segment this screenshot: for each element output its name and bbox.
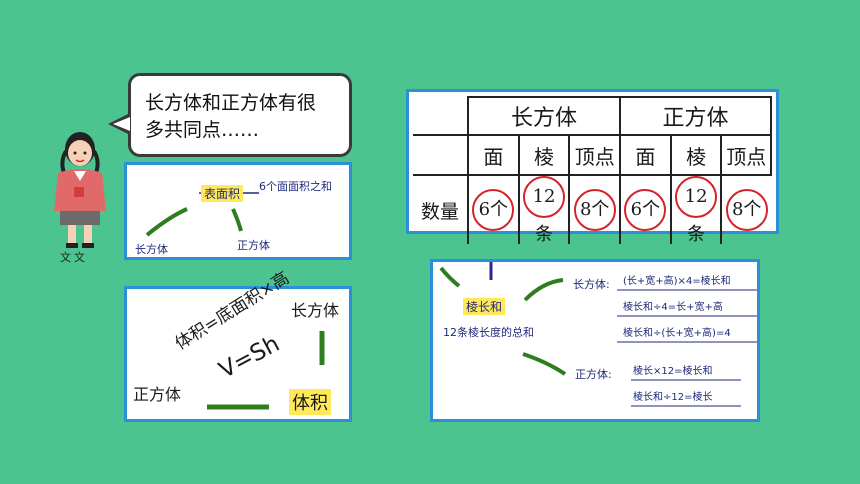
edge-cuboid-formula: (长+宽+高)×4=棱长和 [623,276,731,287]
speech-bubble: 长方体和正方体有很 多共同点…… [128,73,352,157]
value-circle: 12条 [675,176,718,245]
edge-cuboid-formula: 棱长和÷4=长+宽+高 [623,302,723,313]
table-row-label: 数量 [413,174,469,244]
value-circle: 8个 [725,189,768,231]
card-edge-sum: 棱长和 12条棱长度的总和 长方体: (长+宽+高)×4=棱长和 棱长和÷4=长… [430,259,760,422]
volume-strokes [207,331,325,410]
edge-strokes [439,262,757,407]
speech-line-2: 多共同点…… [145,119,260,141]
table-header-cell: 顶点 [568,134,622,176]
table-header-cell: 棱 [517,134,571,176]
speech-bubble-tail-inner [113,117,130,131]
surface-center-label: 表面积 [201,185,244,202]
table-group-cuboid: 长方体 [466,96,622,136]
edge-definition: 12条棱长度的总和 [443,326,534,339]
edge-cube-label: 正方体: [575,368,612,381]
value-circle: 8个 [573,189,616,231]
table-header-cell: 面 [619,134,672,176]
surface-left-label: 长方体 [135,243,168,256]
volume-top-label: 长方体 [291,301,340,320]
surface-right-label: 正方体 [237,239,270,252]
volume-left-label: 正方体 [133,385,182,404]
table-blank [413,134,469,176]
edge-cube-formula: 棱长×12=棱长和 [633,366,713,377]
surface-definition: 6个面面积之和 [259,180,332,193]
table-header-cell: 面 [467,134,520,176]
edge-cuboid-label: 长方体: [573,278,610,291]
volume-center-label: 体积 [289,389,331,415]
value-circle: 6个 [472,189,515,231]
girl-illustration [54,132,106,248]
speech-line-1: 长方体和正方体有很 [145,92,317,114]
comparison-table: 长方体 正方体 面 棱 顶点 面 棱 顶点 数量 6个 12条 8个 6个 12… [413,96,772,245]
table-header-cell: 棱 [669,134,723,176]
character-name: 文文 [60,251,88,264]
table-header-cell: 顶点 [720,134,772,176]
edge-cube-formula: 棱长和÷12=棱长 [633,392,713,403]
table-group-cube: 正方体 [619,96,772,136]
table-corner [413,97,469,136]
value-circle: 6个 [624,189,667,231]
value-circle: 12条 [523,176,566,245]
card-volume: 体积=底面积×高 V=Sh 长方体 正方体 体积 [124,268,352,422]
edge-cuboid-formula: 棱长和÷(长+宽+高)=4 [623,328,731,339]
edge-center-label: 棱长和 [463,298,506,315]
card-comparison-table: 长方体 正方体 面 棱 顶点 面 棱 顶点 数量 6个 12条 8个 6个 12… [406,89,779,245]
card-surface-area: 表面积 6个面面积之和 长方体 正方体 [124,162,352,260]
